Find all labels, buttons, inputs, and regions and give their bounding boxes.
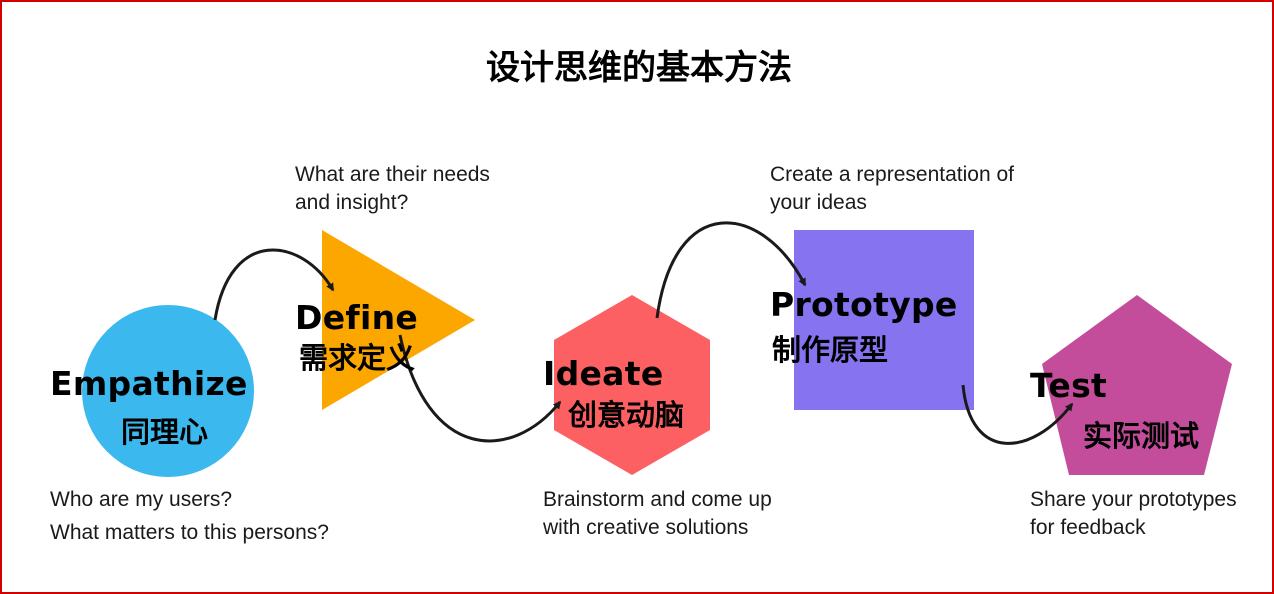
ideate-desc-line-2: with creative solutions xyxy=(543,516,749,539)
prototype-square xyxy=(794,230,974,410)
arrow-ideate-to-prototype xyxy=(655,221,807,319)
ideate-hexagon xyxy=(554,295,710,475)
define-desc-line-2: and insight? xyxy=(295,191,409,214)
define-description: What are their needs and insight? xyxy=(295,161,555,217)
diagram-title: 设计思维的基本方法 xyxy=(486,48,792,88)
test-label: Test xyxy=(1030,366,1108,405)
empathize-description: Who are my users? What matters to this p… xyxy=(50,486,390,547)
test-desc-line-2: for feedback xyxy=(1030,516,1146,539)
arrow-empathize-to-define xyxy=(213,248,335,321)
prototype-desc-line-1: Create a representation of xyxy=(770,163,1014,186)
prototype-label-zh: 制作原型 xyxy=(772,333,889,367)
define-desc-line-1: What are their needs xyxy=(295,163,490,186)
ideate-description: Brainstorm and come up with creative sol… xyxy=(543,486,823,542)
test-description: Share your prototypes for feedback xyxy=(1030,486,1266,542)
arrow-prototype-to-test xyxy=(961,384,1074,445)
test-desc-line-1: Share your prototypes xyxy=(1030,488,1237,511)
prototype-label: Prototype xyxy=(770,285,958,324)
define-label: Define xyxy=(295,298,419,337)
empathize-label: Empathize xyxy=(50,364,248,403)
prototype-desc-line-2: your ideas xyxy=(770,191,867,214)
ideate-label: Ideate xyxy=(543,354,664,393)
define-label-zh: 需求定义 xyxy=(299,341,416,375)
empathize-desc-line-2: What matters to this persons? xyxy=(50,521,329,544)
define-triangle xyxy=(322,230,475,410)
empathize-circle xyxy=(82,305,254,477)
ideate-label-zh: 创意动脑 xyxy=(568,398,685,432)
empathize-label-zh: 同理心 xyxy=(121,415,209,449)
prototype-description: Create a representation of your ideas xyxy=(770,161,1070,217)
test-pentagon xyxy=(1042,295,1232,475)
test-label-zh: 实际测试 xyxy=(1083,419,1200,453)
empathize-desc-line-1: Who are my users? xyxy=(50,488,233,511)
ideate-desc-line-1: Brainstorm and come up xyxy=(543,488,772,511)
arrow-define-to-ideate xyxy=(398,334,562,443)
